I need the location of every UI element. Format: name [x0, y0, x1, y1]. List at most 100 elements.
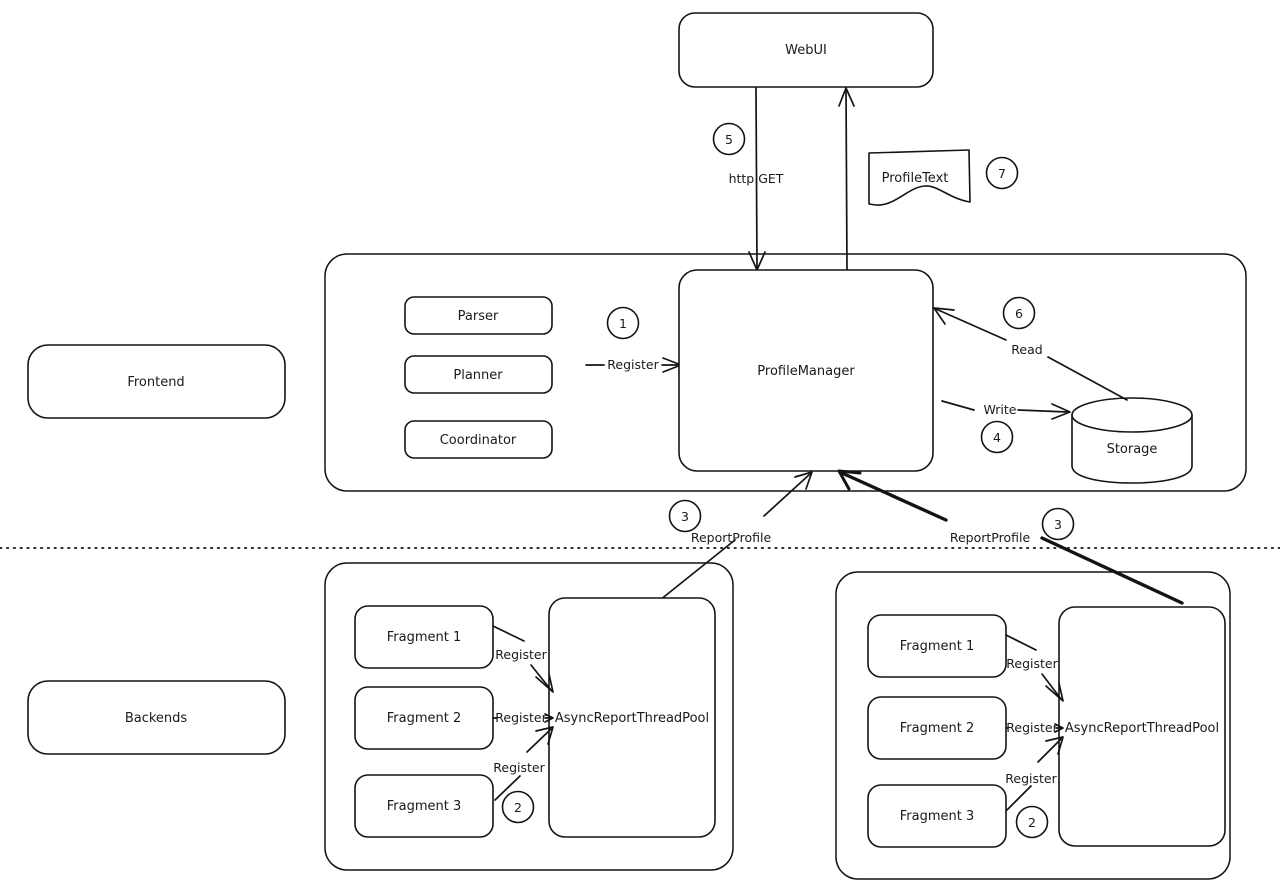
edge-report-profile-left: ReportProfile: [659, 471, 813, 601]
write-line-right: [1017, 409, 1069, 413]
pool-right-node[interactable]: AsyncReportThreadPool: [1058, 606, 1226, 847]
badge-3-right-label: 3: [1054, 517, 1062, 532]
fragment-right-1-node[interactable]: Fragment 1: [867, 614, 1007, 678]
report-profile-right-line-upper: [840, 471, 948, 522]
planner-label: Planner: [453, 368, 503, 383]
profile-text-document-icon: [868, 149, 971, 206]
register-right-1-line-b: [1041, 673, 1062, 700]
badge-5-label: 5: [725, 132, 733, 147]
report-profile-right-label: ReportProfile: [950, 530, 1031, 545]
fragment-left-2-node[interactable]: Fragment 2: [354, 686, 494, 750]
register-right-2-label: Register: [1006, 720, 1058, 735]
register-frontend-label: Register: [607, 357, 659, 372]
backends-label-box: [27, 680, 286, 755]
profile-manager-label: ProfileManager: [757, 364, 855, 379]
pool-right-label: AsyncReportThreadPool: [1065, 721, 1219, 736]
badge-2-left-circle: [501, 790, 535, 824]
register-left-2-label: Register: [495, 710, 547, 725]
storage-node[interactable]: Storage: [1071, 397, 1193, 484]
badge-4-circle: [980, 420, 1014, 454]
profile-manager-box[interactable]: [678, 269, 934, 472]
frontend-container: [324, 253, 1247, 492]
report-profile-left-line-upper: [763, 473, 811, 517]
badge-1-circle: [606, 306, 640, 340]
frontend-label-box: [27, 344, 286, 419]
badge-step-6: 6: [1002, 296, 1036, 330]
fragment-left-1-node[interactable]: Fragment 1: [354, 605, 494, 669]
profile-return-line: [845, 88, 848, 272]
report-profile-right-line-lower: [1040, 536, 1184, 605]
register-right-2-arrowhead: [1054, 723, 1064, 733]
edge-register-left-2: Register: [492, 710, 554, 725]
report-profile-left-arrowhead: [794, 471, 813, 490]
fragment-right-1-box[interactable]: [867, 614, 1007, 678]
register-right-3-label: Register: [1005, 771, 1057, 786]
badge-step-4: 4: [980, 420, 1014, 454]
fragment-right-3-label: Fragment 3: [900, 809, 975, 824]
parser-node[interactable]: Parser: [404, 296, 553, 335]
read-label: Read: [1011, 342, 1042, 357]
badge-step-1: 1: [606, 306, 640, 340]
frontend-label: Frontend: [127, 375, 184, 390]
http-get-label: http GET: [729, 171, 784, 186]
badge-step-2-right: 2: [1015, 805, 1049, 839]
coordinator-label: Coordinator: [440, 433, 517, 448]
badge-3-left-circle: [668, 499, 702, 533]
write-arrowhead: [1051, 403, 1071, 420]
badge-2-right-label: 2: [1028, 815, 1036, 830]
read-line-left: [935, 308, 1007, 341]
write-label: Write: [983, 402, 1016, 417]
webui-node[interactable]: WebUI: [678, 12, 934, 88]
planner-box[interactable]: [404, 355, 553, 394]
badge-2-left-label: 2: [514, 800, 522, 815]
report-profile-left-line-lower: [659, 539, 736, 601]
register-left-1-label: Register: [495, 647, 547, 662]
http-get-line: [755, 87, 758, 269]
fragment-right-2-label: Fragment 2: [900, 721, 975, 736]
register-right-3-line-b: [1037, 738, 1062, 763]
report-profile-right-arrowhead: [837, 469, 862, 491]
webui-label: WebUI: [785, 43, 827, 58]
fragment-left-3-label: Fragment 3: [387, 799, 462, 814]
coordinator-node[interactable]: Coordinator: [404, 420, 553, 459]
fragment-left-3-box[interactable]: [354, 774, 494, 838]
badge-6-circle: [1002, 296, 1036, 330]
fragment-right-3-box[interactable]: [867, 784, 1007, 848]
webui-box[interactable]: [678, 12, 934, 88]
planner-node[interactable]: Planner: [404, 355, 553, 394]
coordinator-box[interactable]: [404, 420, 553, 459]
fragment-left-2-label: Fragment 2: [387, 711, 462, 726]
backend-group-right: [835, 571, 1231, 880]
badge-5-circle: [712, 122, 746, 156]
register-left-1-line-b: [530, 664, 552, 691]
storage-cylinder-body[interactable]: [1071, 414, 1193, 484]
badge-6-label: 6: [1015, 306, 1023, 321]
badge-3-right-circle: [1041, 507, 1075, 541]
fragment-left-1-box[interactable]: [354, 605, 494, 669]
fragment-right-3-node[interactable]: Fragment 3: [867, 784, 1007, 848]
fragment-left-3-node[interactable]: Fragment 3: [354, 774, 494, 838]
badge-7-label: 7: [998, 166, 1006, 181]
pool-left-node[interactable]: AsyncReportThreadPool: [548, 597, 716, 838]
badge-step-7: 7: [985, 156, 1019, 190]
report-profile-left-label: ReportProfile: [691, 530, 772, 545]
read-line-right: [1047, 356, 1128, 401]
storage-cylinder-top: [1071, 397, 1193, 433]
register-right-1-arrowhead: [1045, 682, 1064, 702]
edge-read: Read: [933, 307, 1128, 401]
register-right-3-line-a: [1006, 785, 1032, 811]
edge-profile-return: [838, 87, 855, 272]
profile-manager-node[interactable]: ProfileManager: [678, 269, 934, 472]
register-right-1-label: Register: [1006, 656, 1058, 671]
edge-register-frontend: Register: [585, 357, 682, 373]
badge-step-5: 5: [712, 122, 746, 156]
parser-label: Parser: [458, 309, 499, 324]
backends-label: Backends: [125, 711, 188, 726]
badge-7-circle: [985, 156, 1019, 190]
storage-label: Storage: [1107, 442, 1158, 457]
edge-register-right-2: Register: [1005, 720, 1064, 735]
edge-write: Write: [941, 400, 1071, 420]
fragment-right-2-node[interactable]: Fragment 2: [867, 696, 1007, 760]
parser-box[interactable]: [404, 296, 553, 335]
badge-4-label: 4: [993, 430, 1001, 445]
